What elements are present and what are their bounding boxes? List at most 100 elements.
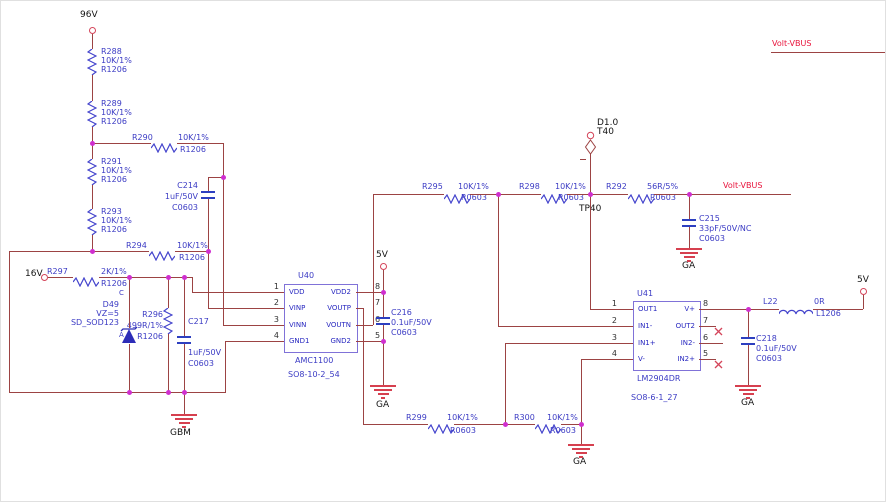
zener-diode-symbol (120, 325, 138, 349)
net-label-96v: 96V (80, 10, 98, 20)
wire-segment (92, 235, 93, 252)
u41-pin-vplus: V+ (684, 305, 695, 313)
wire-segment (356, 292, 383, 293)
u40-ref: U40 (298, 271, 315, 280)
wire-segment (748, 309, 779, 310)
wire-segment (129, 344, 130, 392)
junction-dot (127, 275, 132, 280)
capacitor-plate (177, 336, 191, 338)
capacitor-plate (376, 323, 390, 325)
r298-ref: R298 (519, 182, 540, 191)
r290-ref: R290 (132, 133, 153, 142)
wire-segment (771, 52, 885, 53)
capacitor-plate (682, 219, 696, 221)
junction-dot (166, 275, 171, 280)
inductor-symbol (778, 300, 814, 319)
r295-value: 10K/1% (458, 182, 489, 191)
junction-dot (90, 249, 95, 254)
c218-footprint: C0603 (756, 354, 782, 363)
junction-dot (182, 390, 187, 395)
wire-segment (498, 326, 633, 327)
c214-value: 1uF/50V (164, 192, 198, 201)
junction-dot (381, 339, 386, 344)
ground-symbol-bar (175, 418, 193, 420)
wire-segment (567, 194, 590, 195)
terminal-circle (860, 288, 867, 295)
resistor-symbol (443, 189, 471, 208)
r290-footprint: R1206 (180, 145, 206, 154)
wire-segment (689, 194, 690, 219)
wire-segment (92, 251, 149, 252)
r300-footprint: R0603 (550, 426, 576, 435)
wire-segment (505, 424, 535, 425)
wire-segment (208, 177, 224, 178)
junction-dot (166, 390, 171, 395)
capacitor-plate (201, 191, 215, 193)
d49-anode-mark: A (119, 331, 124, 339)
wire-segment (689, 227, 690, 248)
u41-pin3-number: 3 (611, 333, 617, 342)
c215-value: 33pF/50V/NC (699, 224, 752, 233)
wire-segment (208, 251, 209, 308)
wire-segment (92, 185, 93, 209)
wire-segment (99, 277, 192, 278)
testpoint-label-d10: D1.0 (597, 118, 619, 128)
u40-pin-voutp: VOUTP (327, 304, 351, 312)
wire-segment (383, 325, 384, 385)
ground-symbol-bar (683, 256, 695, 258)
wire-segment (129, 277, 130, 328)
ground-label-ga-c218: GA (741, 398, 755, 408)
wire-segment (168, 334, 169, 392)
r294-ref: R294 (126, 241, 147, 250)
wire-segment (748, 309, 749, 337)
u40-pin-vdd2: VDD2 (330, 288, 351, 296)
u40-pin2-number: 2 (273, 298, 279, 307)
junction-dot (687, 192, 692, 197)
resistor-symbol (540, 189, 568, 208)
c214-ref: C214 (177, 181, 198, 190)
wire-segment (373, 194, 374, 325)
ground-symbol-bar (746, 397, 750, 399)
wire-segment (470, 194, 498, 195)
r289-value: 10K/1% (101, 108, 132, 117)
wire-segment (92, 34, 93, 49)
r297-ref: R297 (47, 267, 68, 276)
l22-value: 0R (814, 297, 825, 306)
wire-segment (363, 308, 364, 424)
wire-segment (561, 424, 581, 425)
l22-footprint: L1206 (816, 309, 841, 318)
wire-segment (9, 251, 92, 252)
u41-pin6-number: 6 (703, 333, 709, 342)
resistor-symbol (427, 419, 455, 438)
d49-footprint: SD_SOD123 (70, 318, 119, 327)
wire-segment (356, 341, 383, 342)
u40-pin5-number: 5 (375, 331, 381, 340)
wire-segment (654, 194, 689, 195)
r288-footprint: R1206 (101, 65, 127, 74)
net-label-volt-vbus-mid: Volt-VBUS (723, 181, 763, 190)
wire-segment (208, 308, 284, 309)
u41-pin1-number: 1 (611, 299, 617, 308)
c216-footprint: C0603 (391, 328, 417, 337)
r300-ref: R300 (514, 413, 535, 422)
wire-segment (689, 194, 791, 195)
resistor-symbol (627, 189, 655, 208)
wire-segment (208, 199, 209, 251)
ground-symbol-bar (575, 452, 587, 454)
wire-segment (590, 194, 591, 309)
u40-pin-gnd2: GND2 (330, 337, 351, 345)
ground-symbol-bar (735, 385, 761, 387)
wire-segment (813, 309, 863, 310)
r299-footprint: R0603 (450, 426, 476, 435)
u41-footprint: SO8-6-1_27 (631, 393, 678, 402)
ground-symbol-bar (676, 248, 702, 250)
wire-segment (48, 277, 73, 278)
wire-segment (863, 295, 864, 309)
u40-pin-gnd1: GND1 (289, 337, 310, 345)
wire-segment (192, 292, 284, 293)
u40-pin-vdd: VDD (289, 288, 305, 296)
capacitor-plate (682, 225, 696, 227)
r296-footprint: R1206 (137, 332, 163, 341)
r289-footprint: R1206 (101, 117, 127, 126)
